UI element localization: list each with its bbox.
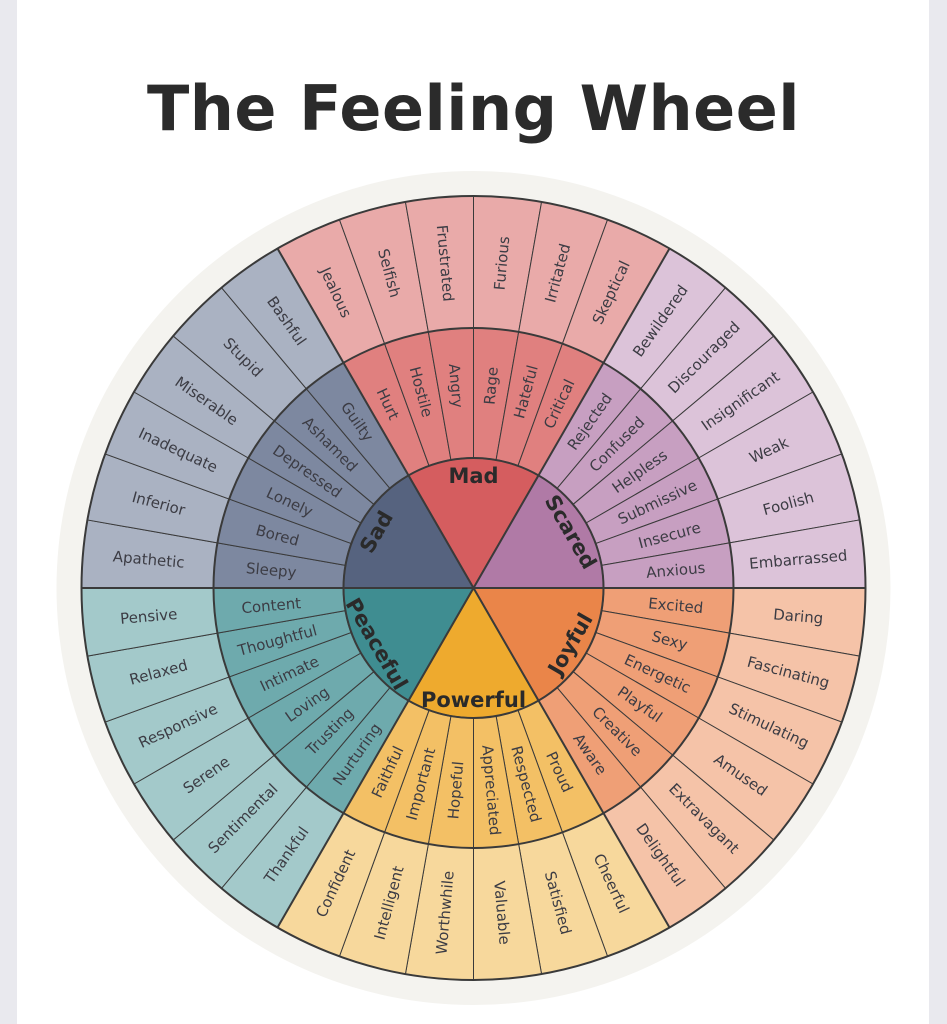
secondary-label-sleepy: Sleepy (245, 559, 297, 581)
secondary-label-rage: Rage (481, 366, 502, 405)
tertiary-label-furious: Furious (491, 235, 514, 291)
secondary-label-excited: Excited (647, 594, 703, 617)
wheel-segments (80, 195, 867, 981)
secondary-label-hopeful: Hopeful (444, 760, 467, 820)
core-label-mad: Mad (448, 464, 498, 488)
tertiary-label-daring: Daring (773, 605, 824, 627)
secondary-label-content: Content (241, 594, 302, 617)
tertiary-label-valuable: Valuable (490, 880, 514, 945)
category-divider (472, 587, 671, 928)
category-divider (276, 587, 475, 928)
category-divider (276, 248, 475, 589)
secondary-label-angry: Angry (445, 363, 467, 409)
core-label-powerful: Powerful (421, 688, 526, 712)
category-divider (472, 248, 671, 589)
page-title: The Feeling Wheel (147, 72, 800, 145)
tertiary-label-pensive: Pensive (119, 605, 178, 628)
secondary-label-anxious: Anxious (645, 559, 706, 582)
